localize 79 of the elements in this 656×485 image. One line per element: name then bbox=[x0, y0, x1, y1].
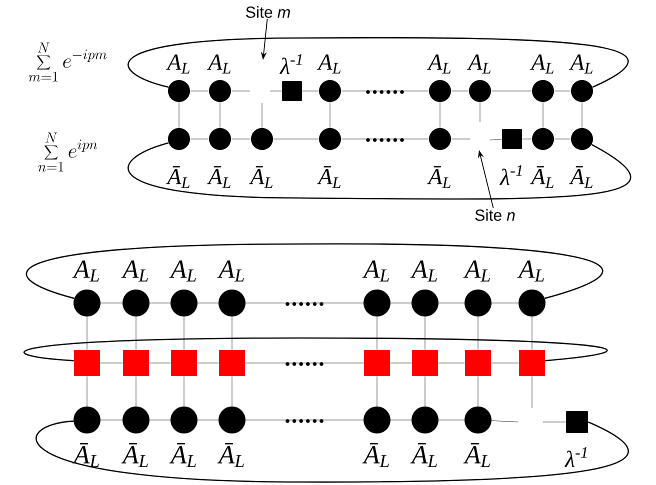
connector-line bbox=[542, 102, 544, 128]
connector-line bbox=[424, 376, 426, 406]
connector-line bbox=[451, 138, 470, 140]
loop-line bbox=[27, 243, 602, 299]
connector-line bbox=[451, 90, 469, 92]
connector-line bbox=[438, 362, 465, 364]
node-label: A$_{L}$ bbox=[362, 260, 389, 282]
connector-line bbox=[390, 302, 412, 304]
node-label: Ā$_{L}$ bbox=[316, 166, 341, 188]
loop-line bbox=[36, 420, 629, 483]
connector-line bbox=[149, 362, 171, 364]
node-label: Ā$_{L}$ bbox=[166, 166, 190, 188]
connector-line bbox=[390, 362, 412, 364]
node-label: Ā$_{L}$ bbox=[248, 166, 273, 188]
node-label: Ā$_{L}$ bbox=[530, 166, 554, 188]
node-label: A$_{L}$ bbox=[569, 54, 593, 74]
connector-line bbox=[491, 362, 519, 364]
loop-line bbox=[128, 142, 631, 200]
connector-line bbox=[491, 420, 518, 422]
connector-line bbox=[554, 90, 571, 92]
connector-line bbox=[231, 90, 250, 92]
connector-line bbox=[490, 139, 502, 140]
node-label: A$_{L}$ bbox=[463, 260, 490, 282]
connector-line bbox=[492, 302, 518, 304]
connector-line bbox=[178, 102, 180, 128]
node-label: A$_{L}$ bbox=[427, 54, 451, 74]
connector-line bbox=[522, 138, 532, 140]
connector-line bbox=[100, 362, 123, 364]
connector-line bbox=[231, 138, 251, 140]
connector-line bbox=[302, 90, 319, 92]
node-label: A$_{L}$ bbox=[410, 260, 437, 282]
connector-line bbox=[150, 302, 170, 304]
node-label: Ā$_{L}$ bbox=[362, 442, 389, 468]
node-label: A$_{L}$ bbox=[467, 54, 491, 74]
node-label: Ā$_{L}$ bbox=[463, 442, 490, 468]
site-label: Site n bbox=[475, 209, 515, 221]
node-label: Ā$_{L}$ bbox=[569, 166, 593, 188]
node-label: λ$^{-1}$ bbox=[280, 54, 302, 74]
connector-line bbox=[270, 90, 282, 92]
dotted-connector bbox=[341, 90, 429, 94]
node-label: A$_{L}$ bbox=[166, 54, 190, 74]
node-label: Ā$_{L}$ bbox=[206, 166, 231, 188]
connector-line bbox=[198, 302, 218, 304]
node-label: A$_{L}$ bbox=[530, 54, 554, 74]
dotted-connector bbox=[246, 302, 364, 306]
connector-line bbox=[190, 138, 209, 140]
node-label: A$_{L}$ bbox=[121, 260, 148, 282]
node-label: λ$^{-1}$ bbox=[500, 165, 522, 185]
tensor-square: λ$^{-1}$ bbox=[500, 129, 522, 185]
node-label: Ā$_{L}$ bbox=[121, 442, 148, 468]
dotted-connector bbox=[246, 419, 364, 423]
sum-formula: $\sum_{n=1}^{N} e^{ipn}$ bbox=[38, 132, 98, 172]
connector-line bbox=[190, 90, 209, 92]
connector-line bbox=[491, 90, 532, 92]
loop-line bbox=[128, 37, 628, 88]
connector-line bbox=[86, 376, 88, 406]
node-label: Ā$_{L}$ bbox=[410, 442, 437, 468]
node-label: A$_{L}$ bbox=[316, 54, 341, 74]
node-label: λ$^{-1}$ bbox=[564, 447, 587, 467]
node-label: A$_{L}$ bbox=[169, 260, 196, 282]
node-label: Ā$_{L}$ bbox=[169, 442, 196, 468]
node-label: A$_{L}$ bbox=[517, 260, 544, 282]
connector-line bbox=[197, 362, 219, 364]
connector-line bbox=[273, 138, 319, 140]
sum-formula: $\sum_{m=1}^{N} e^{-ipm}$ bbox=[28, 42, 107, 82]
site-label: Site m bbox=[246, 6, 290, 18]
connector-line bbox=[438, 302, 464, 304]
node-label: Ā$_{L}$ bbox=[217, 442, 244, 468]
dotted-connector bbox=[245, 362, 364, 366]
connector-line bbox=[100, 302, 122, 304]
node-label: A$_{L}$ bbox=[217, 260, 244, 282]
connector-line bbox=[376, 376, 378, 406]
node-label: Ā$_{L}$ bbox=[427, 166, 451, 188]
tensor-square: λ$^{-1}$ bbox=[564, 411, 588, 467]
connector-line bbox=[554, 138, 571, 140]
node-label: A$_{L}$ bbox=[72, 260, 99, 282]
tensor-square: λ$^{-1}$ bbox=[280, 54, 302, 101]
dotted-connector bbox=[341, 138, 429, 142]
node-label: A$_{L}$ bbox=[206, 54, 231, 74]
